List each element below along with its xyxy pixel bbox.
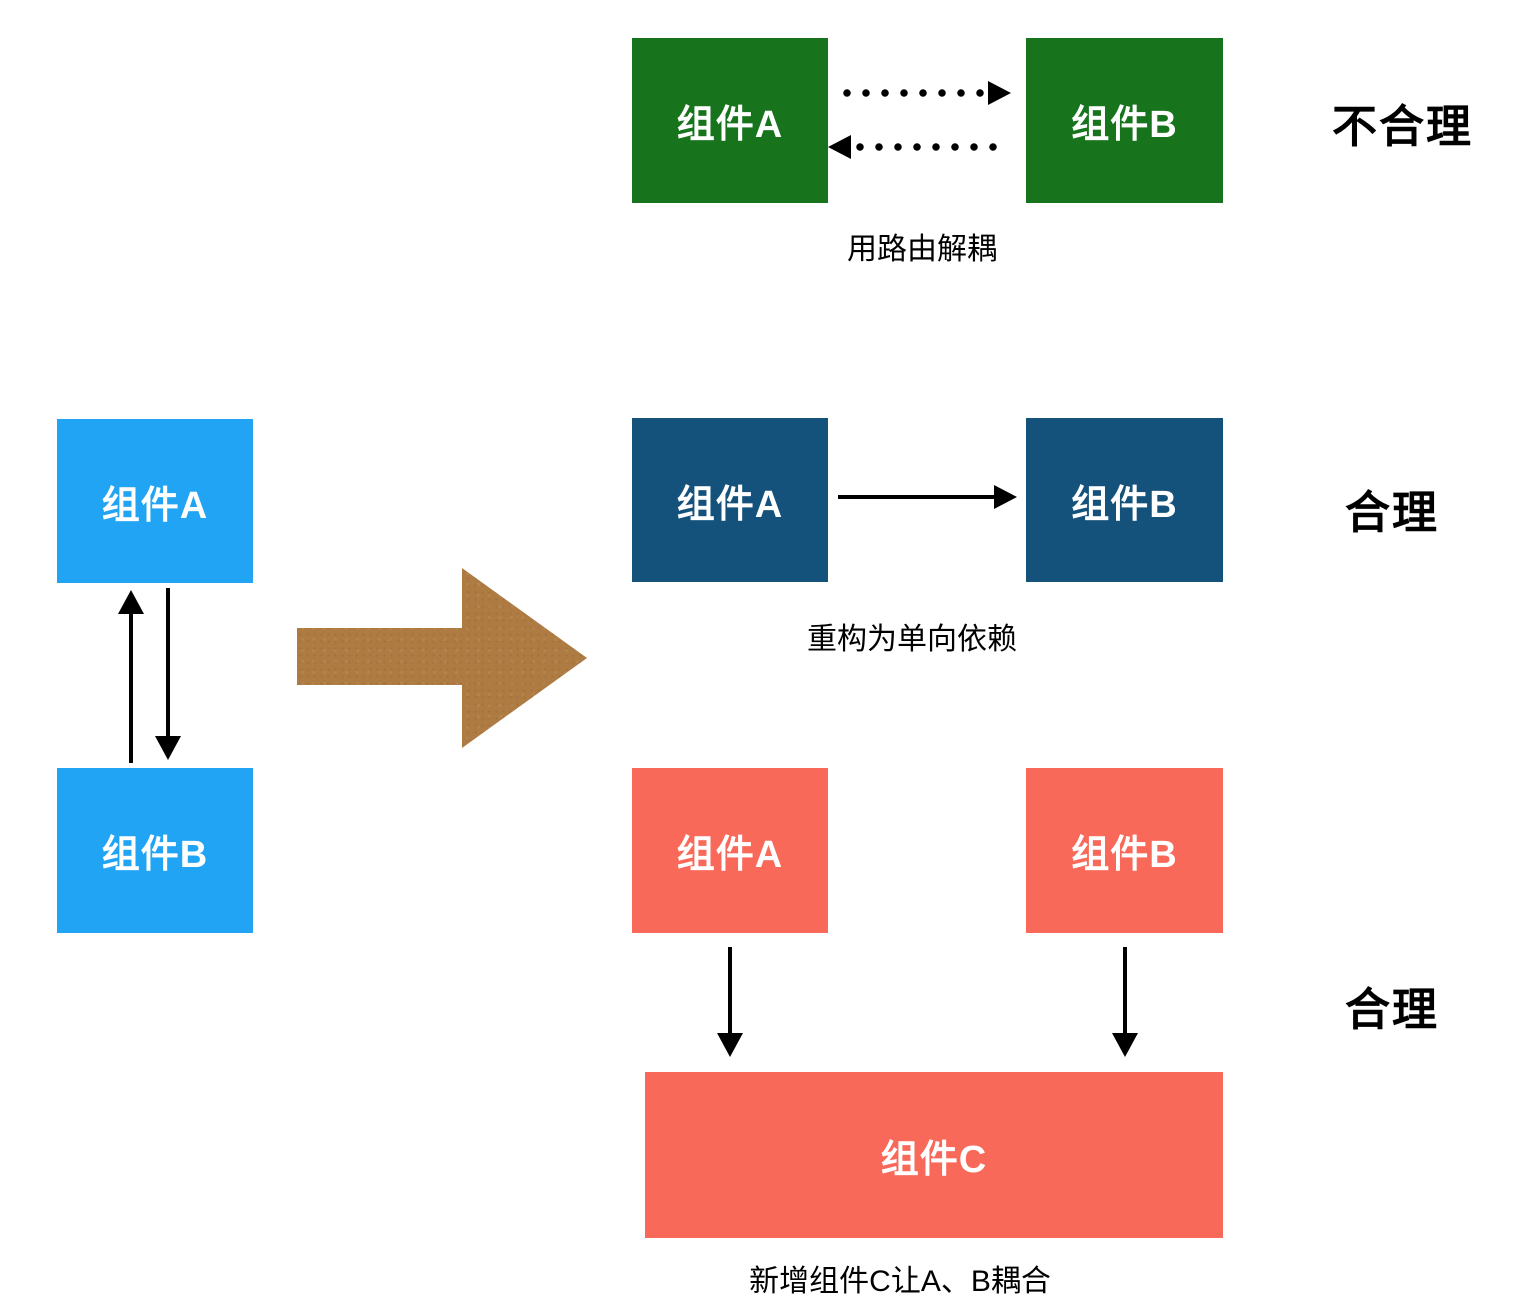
oneway-verdict-label: 合理 <box>1345 487 1440 538</box>
couple-component-b-box: 组件B <box>1026 768 1223 933</box>
route-component-b-label: 组件B <box>1071 104 1178 146</box>
left-component-a-label: 组件A <box>101 484 209 527</box>
transform-arrow-icon <box>297 568 587 748</box>
left-component-a-box: 组件A <box>57 419 253 583</box>
couple-component-a-label: 组件A <box>676 834 784 876</box>
route-verdict-label: 不合理 <box>1332 101 1474 152</box>
couple-component-c-label: 组件C <box>880 1138 988 1181</box>
oneway-component-a-box: 组件A <box>632 418 828 582</box>
couple-component-c-box: 组件C <box>645 1072 1223 1238</box>
oneway-component-b-label: 组件B <box>1071 483 1178 526</box>
couple-component-b-label: 组件B <box>1071 834 1178 876</box>
route-component-a-box: 组件A <box>632 38 828 203</box>
route-caption: 用路由解耦 <box>847 233 997 266</box>
couple-verdict-label: 合理 <box>1345 984 1440 1035</box>
left-component-b-label: 组件B <box>101 834 209 876</box>
route-component-b-box: 组件B <box>1026 38 1223 203</box>
couple-component-a-box: 组件A <box>632 768 828 933</box>
route-component-a-label: 组件A <box>676 104 784 146</box>
oneway-component-a-label: 组件A <box>676 483 784 526</box>
oneway-caption: 重构为单向依赖 <box>807 623 1017 656</box>
couple-caption: 新增组件C让A、B耦合 <box>749 1265 1051 1298</box>
left-component-b-box: 组件B <box>57 768 253 933</box>
oneway-component-b-box: 组件B <box>1026 418 1223 582</box>
